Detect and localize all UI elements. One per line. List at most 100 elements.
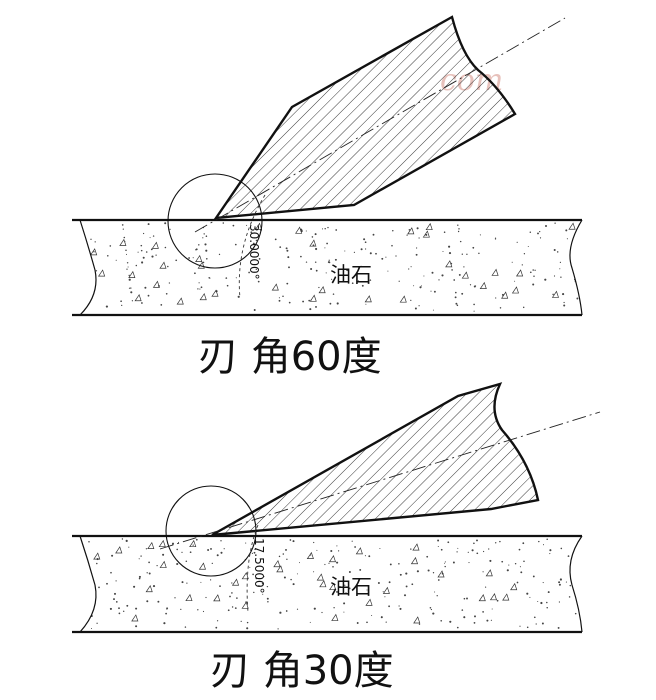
stone-speck (110, 571, 112, 574)
stone-grain (331, 613, 339, 621)
stone-grain (445, 260, 453, 268)
blade-top (213, 15, 517, 220)
stone-speck (232, 224, 235, 227)
stone-speck (389, 563, 392, 566)
stone-speck (126, 262, 129, 264)
stone-speck (248, 271, 250, 274)
stone-speck (405, 572, 408, 575)
stone-speck (137, 251, 139, 253)
stone-speck (479, 234, 481, 236)
stone-speck (249, 566, 251, 568)
stone-speck (211, 562, 213, 565)
stone-grain (158, 539, 166, 548)
stone-grain (355, 547, 363, 555)
stone-speck (559, 261, 562, 264)
stone-speck (345, 592, 347, 594)
stone-speck (197, 609, 199, 611)
stone-speck (106, 582, 108, 585)
stone-speck (163, 622, 166, 625)
stone-speck (288, 266, 290, 269)
stone-speck (430, 608, 433, 611)
stone-speck (516, 581, 519, 584)
stone-speck (205, 257, 208, 260)
stone-speck (200, 581, 202, 583)
stone-speck (410, 299, 412, 302)
stone-speck (558, 601, 561, 603)
stone-speck (188, 257, 191, 259)
stone-speck (181, 551, 183, 554)
stone-speck (364, 555, 366, 557)
stone-speck (573, 582, 575, 584)
stone-grain (295, 226, 303, 234)
stone-speck (181, 581, 184, 584)
stone-speck (225, 277, 228, 279)
stone-speck (234, 243, 237, 246)
stone-speck (192, 544, 194, 546)
stone-grain (365, 598, 373, 606)
stone-speck (180, 608, 182, 611)
stone-speck (444, 561, 446, 563)
stone-speck (447, 541, 450, 544)
stone-speck (448, 252, 452, 255)
stone-speck (330, 549, 333, 553)
stone-speck (574, 612, 577, 615)
stone-speck (252, 242, 255, 245)
stone-speck (115, 259, 117, 261)
stone-speck (231, 592, 233, 594)
stone-speck (529, 596, 531, 598)
stone-speck (278, 299, 281, 302)
stone-speck (572, 262, 574, 264)
stone-speck (290, 578, 292, 581)
stone-speck (220, 551, 223, 554)
caption-60: 刃 角60度 (198, 334, 382, 380)
stone-speck (82, 613, 84, 615)
stone-speck (375, 252, 377, 255)
stone-speck (199, 288, 201, 290)
stone-grain (318, 285, 326, 294)
stone-speck (365, 303, 367, 305)
stone-speck (202, 610, 205, 613)
stone-speck (167, 265, 169, 268)
stone-speck (522, 542, 525, 545)
stone-speck (454, 296, 457, 299)
stone-speck (192, 257, 194, 259)
stone-grain (407, 227, 415, 235)
stone-grain (491, 268, 499, 276)
stone-speck (140, 244, 143, 247)
stone-grain (134, 293, 142, 302)
stone-speck (410, 266, 412, 268)
stone-speck (160, 304, 163, 306)
stone-speck (560, 547, 563, 550)
stone-speck (337, 550, 340, 552)
stone-speck (418, 305, 420, 307)
stone-speck (235, 277, 237, 279)
stone-speck (471, 549, 474, 552)
stone-speck (252, 573, 254, 576)
stone-speck (546, 606, 548, 609)
stone-speck (426, 555, 429, 558)
stone-speck (566, 238, 568, 240)
stone-grain (489, 593, 498, 601)
blade-body (213, 15, 517, 220)
stone-speck (324, 227, 326, 230)
stone-speck (222, 222, 225, 224)
stone-speck (315, 269, 318, 272)
stone-speck (200, 286, 203, 289)
stone-speck (262, 593, 264, 595)
stone-right-break (569, 219, 583, 316)
stone-speck (298, 562, 301, 564)
stone-speck (204, 243, 207, 246)
stone-speck (115, 601, 118, 603)
stone-speck (360, 248, 363, 251)
stone-speck (483, 550, 485, 553)
stone-speck (309, 621, 311, 623)
stone-speck (314, 233, 317, 236)
stone-speck (563, 304, 566, 307)
stone-speck (254, 548, 256, 551)
stone-speck (138, 575, 141, 578)
stone-speck (255, 268, 257, 271)
stone-speck (166, 608, 168, 610)
stone-speck (205, 596, 207, 599)
stone-speck (476, 539, 478, 542)
stone-speck (395, 255, 397, 257)
